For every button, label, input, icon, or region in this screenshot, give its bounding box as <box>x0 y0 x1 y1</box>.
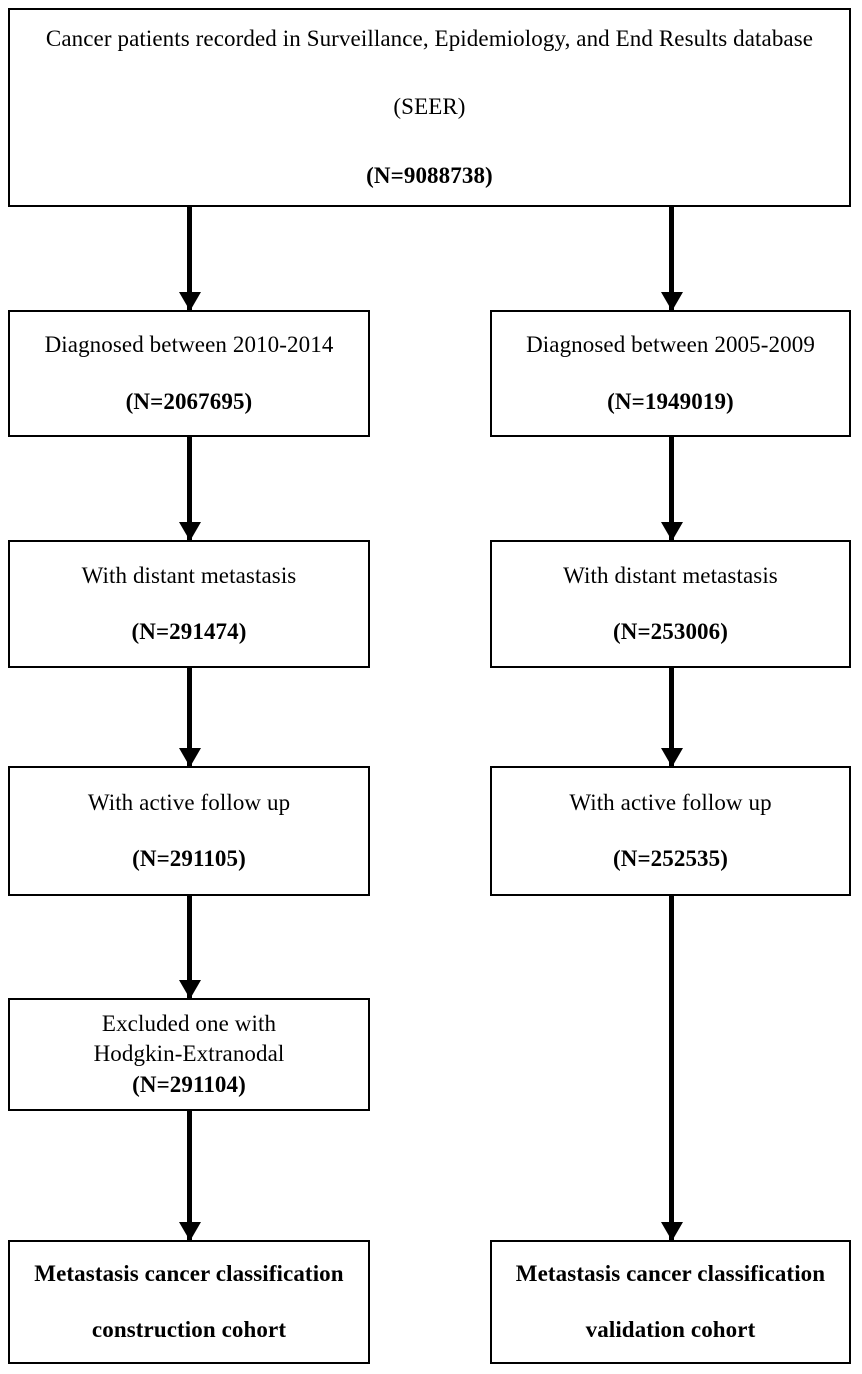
node-left-followup: With active follow up (N=291105) <box>8 766 370 896</box>
left-metastasis-count: (N=291474) <box>131 619 247 644</box>
right-followup-label: With active follow up <box>569 789 772 815</box>
node-left-construction-cohort: Metastasis cancer classification constru… <box>8 1240 370 1364</box>
node-left-metastasis: With distant metastasis (N=291474) <box>8 540 370 668</box>
right-metastasis-label: With distant metastasis <box>563 562 778 588</box>
right-metastasis-count: (N=253006) <box>612 619 729 644</box>
arrow-left-followup-to-excluded <box>178 896 201 999</box>
node-right-validation-cohort: Metastasis cancer classification validat… <box>490 1240 851 1364</box>
arrow-source-to-left-diagnosed <box>178 207 201 311</box>
seer-source-line2: (SEER) <box>393 94 466 120</box>
left-followup-count: (N=291105) <box>132 846 246 871</box>
node-left-diagnosed: Diagnosed between 2010-2014 (N=2067695) <box>8 310 370 437</box>
arrow-right-metastasis-to-followup <box>660 668 683 767</box>
node-right-diagnosed: Diagnosed between 2005-2009 (N=1949019) <box>490 310 851 437</box>
seer-source-line1: Cancer patients recorded in Surveillance… <box>45 25 814 51</box>
arrowhead-icon <box>660 292 683 311</box>
arrowhead-icon <box>178 1222 201 1241</box>
right-cohort-line1: Metastasis cancer classification <box>515 1260 826 1286</box>
arrow-right-diagnosed-to-metastasis <box>660 437 683 541</box>
right-diagnosed-count: (N=1949019) <box>607 388 734 414</box>
left-excluded-count: (N=291104) <box>132 1071 246 1097</box>
left-cohort-line2: construction cohort <box>91 1317 287 1342</box>
arrowhead-icon <box>660 748 683 767</box>
arrowhead-icon <box>178 292 201 311</box>
arrow-right-followup-to-cohort <box>660 896 683 1241</box>
node-right-metastasis: With distant metastasis (N=253006) <box>490 540 851 668</box>
arrowhead-icon <box>178 980 201 999</box>
arrowhead-icon <box>660 1222 683 1241</box>
arrow-left-metastasis-to-followup <box>178 668 201 767</box>
arrowhead-icon <box>178 522 201 541</box>
right-diagnosed-label: Diagnosed between 2005-2009 <box>526 332 815 358</box>
arrow-left-diagnosed-to-metastasis <box>178 437 201 541</box>
left-excluded-line1: Excluded one with <box>101 1010 277 1036</box>
left-cohort-line1: Metastasis cancer classification <box>34 1260 344 1286</box>
left-diagnosed-count: (N=2067695) <box>125 388 253 414</box>
left-metastasis-label: With distant metastasis <box>81 562 297 588</box>
seer-source-count: (N=9088738) <box>366 162 493 188</box>
arrowhead-icon <box>660 522 683 541</box>
node-seer-source: Cancer patients recorded in Surveillance… <box>8 8 851 207</box>
arrow-left-excluded-to-cohort <box>178 1111 201 1241</box>
arrow-source-to-right-diagnosed <box>660 207 683 311</box>
right-cohort-line2: validation cohort <box>585 1317 756 1342</box>
arrowhead-icon <box>178 748 201 767</box>
node-right-followup: With active follow up (N=252535) <box>490 766 851 896</box>
right-followup-count: (N=252535) <box>612 846 729 871</box>
left-diagnosed-label: Diagnosed between 2010-2014 <box>44 332 334 358</box>
node-left-excluded: Excluded one with Hodgkin-Extranodal (N=… <box>8 998 370 1111</box>
left-excluded-line2: Hodgkin-Extranodal <box>93 1041 285 1067</box>
left-followup-label: With active follow up <box>87 789 291 815</box>
